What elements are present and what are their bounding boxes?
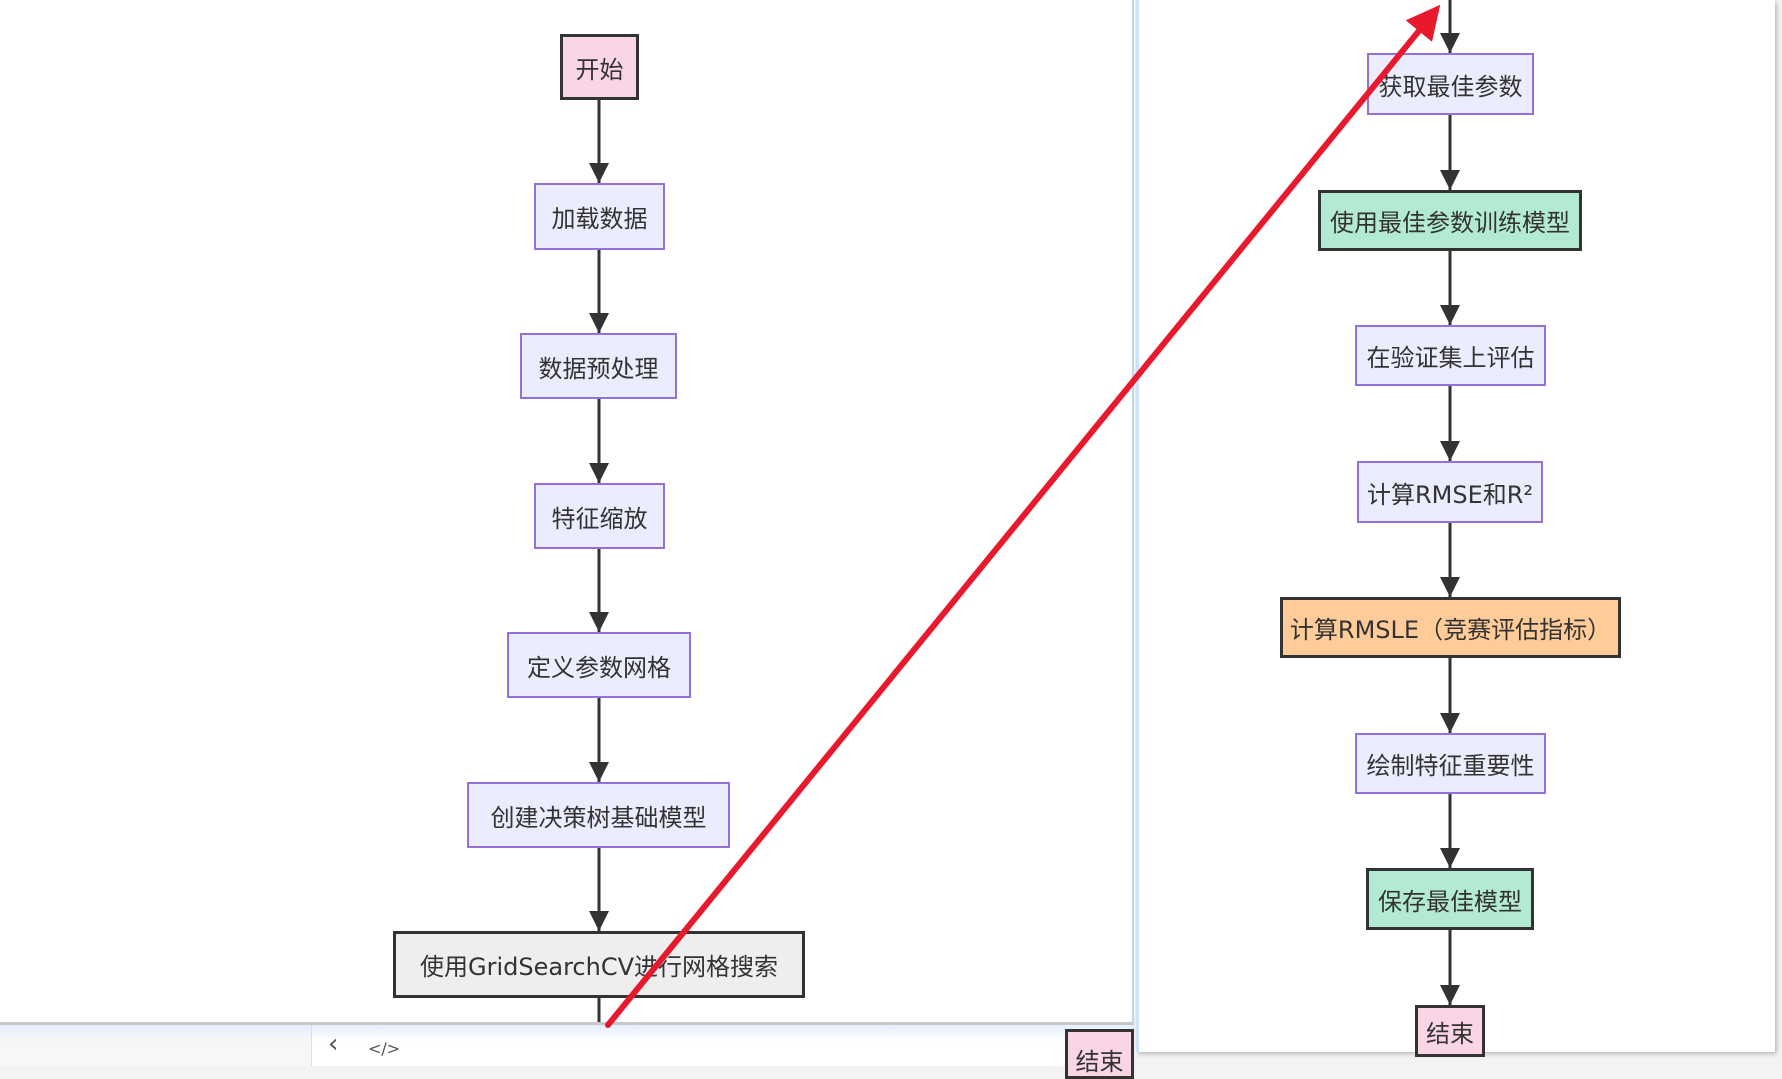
node-evaluate: 在验证集上评估 [1355, 325, 1546, 386]
right-diagram-panel: 获取最佳参数 使用最佳参数训练模型 在验证集上评估 计算RMSE和R² 计算RM… [1136, 0, 1775, 1057]
node-start: 开始 [560, 34, 639, 100]
left-diagram-panel: 开始 加载数据 数据预处理 特征缩放 定义参数网格 创建决策树基础模型 使用Gr… [0, 0, 1134, 1025]
node-preprocess: 数据预处理 [520, 333, 677, 399]
node-rmse-r2: 计算RMSE和R² [1357, 461, 1543, 523]
node-train-best: 使用最佳参数训练模型 [1318, 190, 1582, 251]
left-edges [589, 100, 609, 1022]
code-icon[interactable]: </> [368, 1039, 401, 1058]
node-load-data: 加载数据 [534, 183, 665, 250]
node-best-params: 获取最佳参数 [1367, 53, 1534, 115]
node-end-partial: 结束 [1065, 1029, 1134, 1079]
toolbar-left-pane [0, 1025, 312, 1066]
node-feature-scaling: 特征缩放 [534, 483, 665, 549]
node-grid-search: 使用GridSearchCV进行网格搜索 [393, 931, 805, 998]
node-end: 结束 [1415, 1005, 1485, 1057]
node-feature-importance: 绘制特征重要性 [1355, 733, 1546, 794]
bottom-toolbar: ‹ </> 结束 [0, 1025, 1134, 1079]
node-base-model: 创建决策树基础模型 [467, 782, 730, 848]
chevron-left-icon[interactable]: ‹ [328, 1029, 339, 1059]
node-save-model: 保存最佳模型 [1366, 868, 1534, 930]
node-rmsle: 计算RMSLE（竞赛评估指标） [1280, 597, 1621, 658]
node-param-grid: 定义参数网格 [507, 632, 691, 698]
right-edges [1440, 0, 1460, 1005]
